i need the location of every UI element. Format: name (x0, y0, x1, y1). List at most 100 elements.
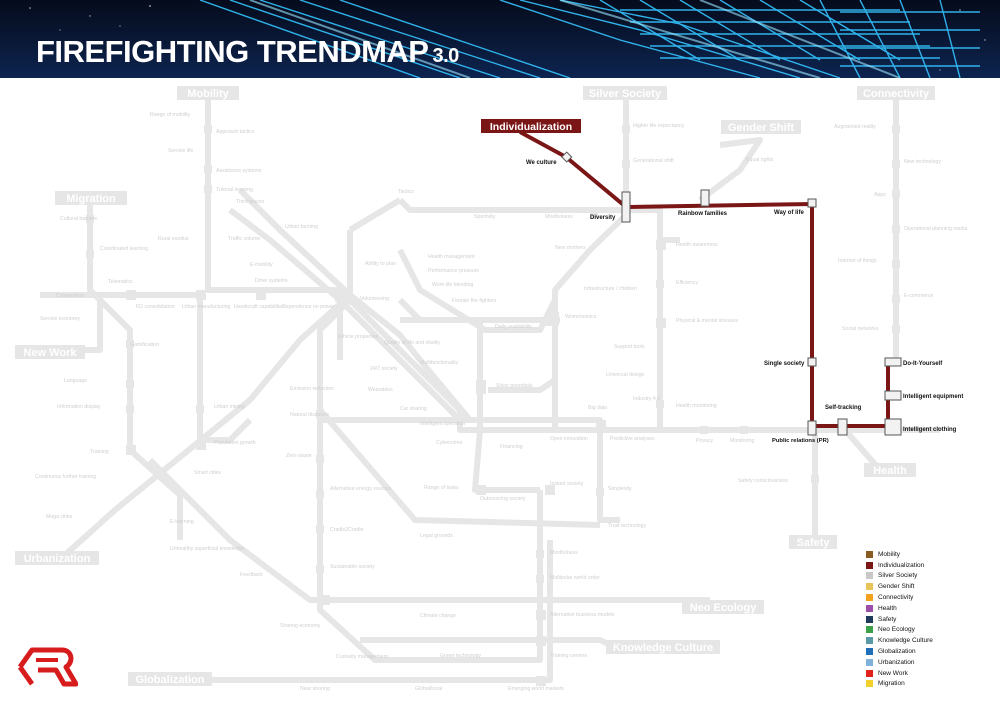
legend-label: Urbanization (878, 658, 915, 666)
station-label: Coordinated learning (100, 246, 148, 252)
station-label: Cradle2Cradle (330, 527, 364, 533)
line-label-urbanization: Urbanization (24, 553, 91, 565)
label-intelligent-equipment: Intelligent equipment (903, 394, 963, 400)
station-label: Industry 4.0 (633, 396, 660, 402)
label-intelligent-clothing: Intelligent clothing (903, 427, 957, 433)
faded-line-labels: Mobility Silver Society Connectivity Mig… (15, 86, 935, 686)
station-label: Quality of life and vitality (384, 340, 440, 346)
station-label: Service economy (40, 316, 80, 322)
station-label: Higher life expectancy (633, 123, 684, 129)
rosenbauer-logo-icon (17, 647, 78, 687)
neon-grid-graphic (29, 0, 986, 78)
legend-label: Knowledge Culture (878, 637, 933, 645)
station-label: Global/local (415, 686, 442, 692)
label-self-tracking: Self-tracking (825, 405, 862, 411)
station-label: Green technology (440, 653, 481, 659)
station-label: E-learning (170, 519, 194, 525)
line-label-health: Health (873, 465, 907, 477)
individualization-label-box: Individualization (481, 119, 581, 133)
station-label: Urban mining (214, 404, 245, 410)
faded-station-markers (86, 125, 900, 686)
legend-item: New Work (866, 668, 986, 679)
station-do-it-yourself (884, 357, 902, 367)
station-label: Alternative energy sources (330, 486, 392, 492)
legend-item: Globalization (866, 646, 986, 657)
highlighted-station-labels: We culture Diversity Rainbow families Wa… (526, 160, 963, 444)
station-label: Tactics (398, 189, 414, 195)
station-label: Apps (874, 192, 886, 198)
station-label: Urban manufacturing (182, 304, 231, 310)
station-label: Emerging world markets (508, 686, 564, 692)
station-label: Trust technology (608, 523, 647, 529)
station-intelligent-equipment (884, 390, 902, 401)
station-we-culture (561, 151, 573, 163)
station-label: Intelligent operation (420, 421, 465, 427)
station-label: Alternative business models (550, 612, 615, 618)
station-label: Daily availability (495, 324, 532, 330)
station-label: Monitoring (730, 438, 754, 444)
station-label: FD consolidation (136, 304, 175, 310)
legend-item: Individualization (866, 560, 986, 571)
station-label: Approach tactics (216, 129, 255, 135)
station-label: Range of mobility (150, 112, 190, 118)
station-label: Natural disasters (290, 412, 329, 418)
station-label: Climate change (420, 613, 456, 619)
station-label: Training (90, 449, 109, 455)
station-label: Emission reduction (290, 386, 334, 392)
station-label: Wearables (368, 387, 393, 393)
line-label-neo-ecology: Neo Ecology (690, 602, 758, 614)
station-label: Health management (428, 254, 475, 260)
station-label: Service life (168, 148, 193, 154)
legend-item: Gender Shift (866, 581, 986, 592)
station-label: Simplexity (608, 486, 632, 492)
line-label-safety: Safety (796, 537, 830, 549)
station-label: Sustainable society (330, 564, 375, 570)
line-label-connectivity: Connectivity (863, 88, 930, 100)
legend-swatch (866, 604, 873, 612)
station-label: Outsourcing society (480, 496, 526, 502)
station-label: Support tools (614, 344, 645, 350)
station-label: Health awareness (676, 242, 718, 248)
highlighted-stations (561, 151, 902, 436)
station-label: Multipolar world order (550, 575, 600, 581)
legend-swatch (866, 637, 873, 645)
station-label: Female fire fighters (452, 298, 497, 304)
legend-swatch (866, 572, 873, 580)
station-label: Sportivity (474, 214, 496, 220)
station-label: Cultural barriers (60, 216, 97, 222)
station-label: Assistance systems (216, 168, 262, 174)
legend-item: Mobility (866, 549, 986, 560)
station-label: Internet of things (838, 258, 877, 264)
trend-map: Mobility Silver Society Connectivity Mig… (15, 86, 968, 692)
station-label: Curiosity management (336, 654, 388, 660)
station-label: Open innovation (550, 436, 588, 442)
station-label: Car sharing (400, 406, 427, 412)
line-label-silver-society: Silver Society (589, 88, 662, 100)
title-version: 3.0 (432, 45, 460, 67)
station-label: Universal design (606, 372, 644, 378)
station-label: Volunteering (360, 296, 389, 302)
station-label: Cooperation (56, 293, 84, 299)
line-label-new-work: New Work (24, 347, 78, 359)
station-label: Cybercrime (436, 440, 463, 446)
station-label: 24/7 society (370, 366, 398, 372)
station-label: Drive systems (255, 278, 288, 284)
label-diversity: Diversity (590, 215, 616, 221)
legend-swatch (866, 615, 873, 623)
station-label: Urban farming (285, 224, 318, 230)
station-label: Multifunctionality (420, 360, 459, 366)
legend-swatch (866, 626, 873, 634)
station-label: Language (64, 378, 87, 384)
station-diversity (621, 191, 631, 223)
faded-lines (40, 100, 940, 683)
legend-item: Health (866, 603, 986, 614)
label-do-it-yourself: Do-It-Yourself (903, 361, 943, 367)
station-label: Near shoring (300, 686, 330, 692)
station-single-society (807, 357, 817, 367)
station-label: Information display (57, 404, 101, 410)
legend-label: Globalization (878, 648, 916, 656)
station-label: Womenomics (565, 314, 597, 320)
legend-item: Migration (866, 679, 986, 690)
station-label: Efficiency (676, 280, 699, 286)
